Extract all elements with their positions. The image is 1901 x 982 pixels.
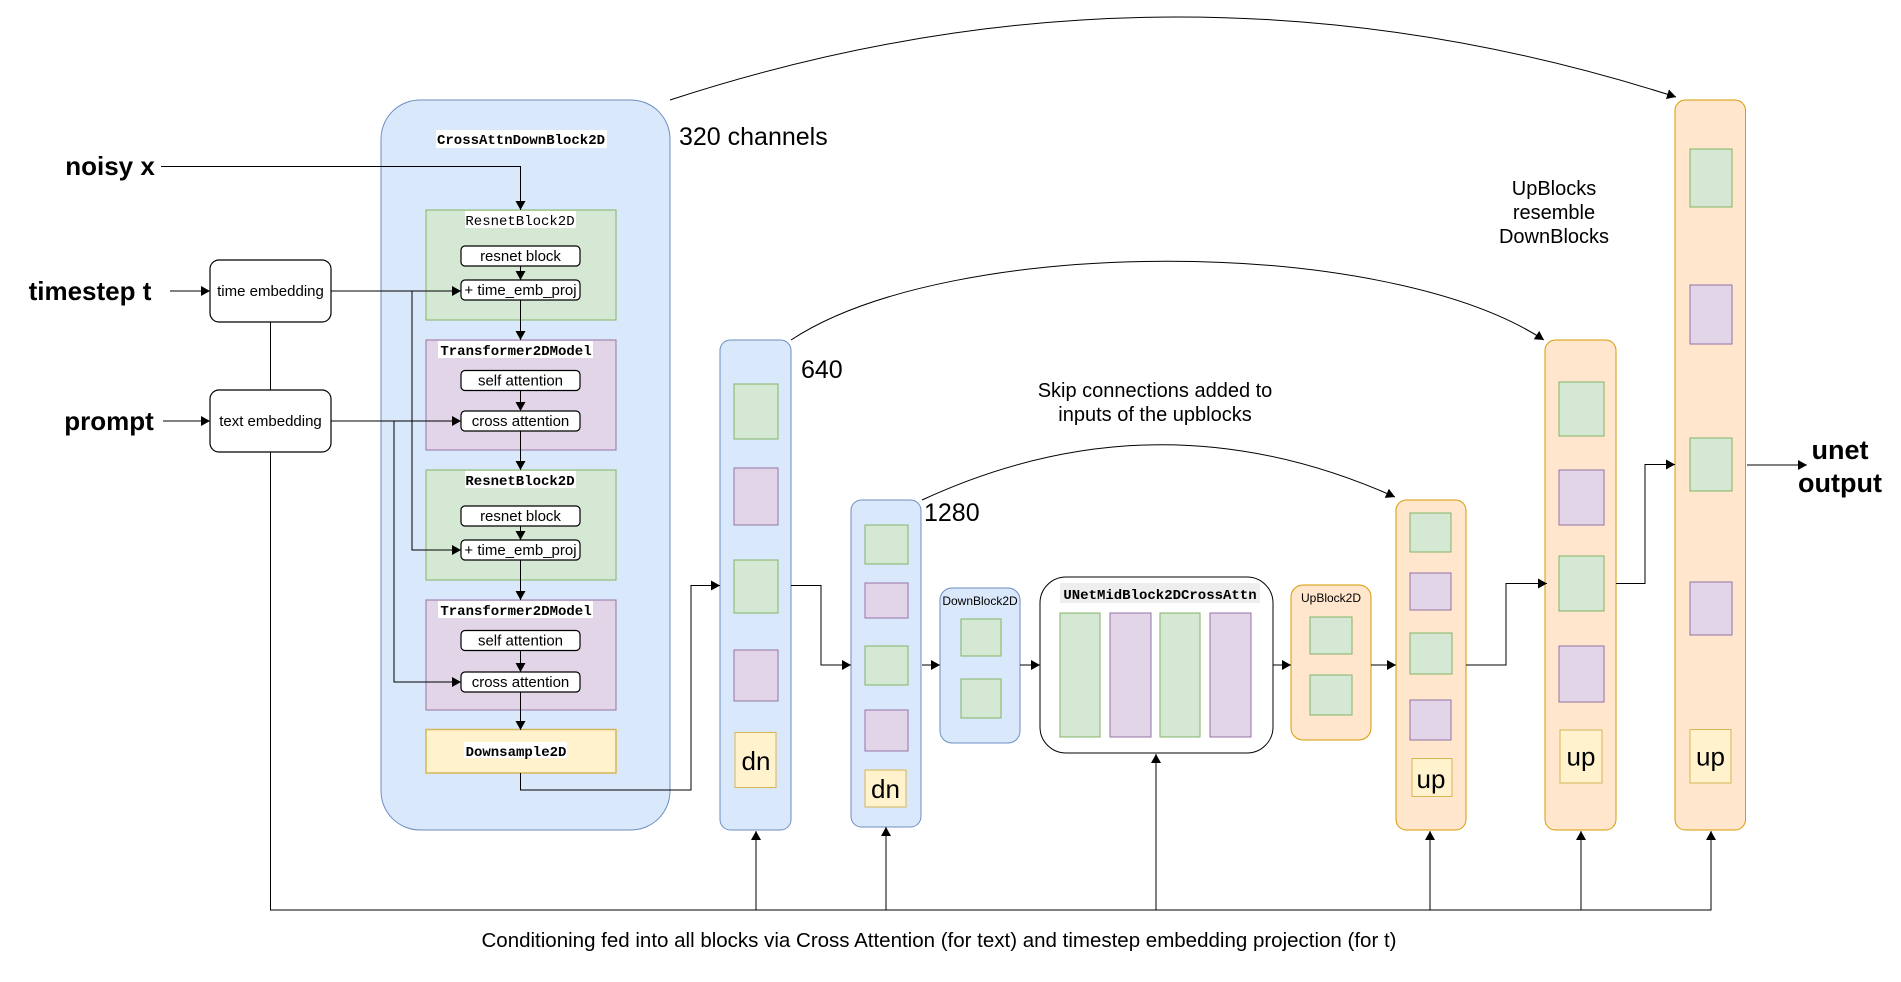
- svg-text:dn: dn: [871, 774, 900, 804]
- svg-text:prompt: prompt: [64, 406, 154, 436]
- svg-text:dn: dn: [742, 746, 771, 776]
- svg-text:cross attention: cross attention: [472, 674, 570, 691]
- svg-text:up: up: [1417, 764, 1446, 794]
- svg-text:DownBlocks: DownBlocks: [1499, 226, 1609, 248]
- svg-text:self attention: self attention: [478, 633, 563, 650]
- svg-text:Conditioning fed into all bloc: Conditioning fed into all blocks via Cro…: [482, 929, 1397, 952]
- svg-text:1280: 1280: [924, 499, 980, 527]
- svg-text:UNetMidBlock2DCrossAttn: UNetMidBlock2DCrossAttn: [1063, 588, 1256, 604]
- svg-text:timestep t: timestep t: [29, 276, 152, 306]
- svg-text:UpBlocks: UpBlocks: [1512, 178, 1596, 200]
- svg-text:CrossAttnDownBlock2D: CrossAttnDownBlock2D: [437, 133, 605, 149]
- svg-text:cross attention: cross attention: [472, 413, 570, 430]
- svg-text:up: up: [1567, 742, 1596, 772]
- svg-text:+ time_emb_proj: + time_emb_proj: [464, 542, 576, 559]
- svg-text:self attention: self attention: [478, 373, 563, 390]
- svg-text:Downsample2D: Downsample2D: [466, 745, 567, 761]
- svg-text:resemble: resemble: [1513, 202, 1595, 224]
- svg-text:320 channels: 320 channels: [679, 123, 828, 151]
- svg-text:ResnetBlock2D: ResnetBlock2D: [465, 214, 574, 230]
- svg-text:UpBlock2D: UpBlock2D: [1301, 591, 1361, 605]
- svg-text:up: up: [1696, 742, 1725, 772]
- svg-text:Transformer2DModel: Transformer2DModel: [440, 344, 591, 360]
- svg-text:ResnetBlock2D: ResnetBlock2D: [465, 474, 574, 490]
- svg-text:output: output: [1798, 468, 1882, 498]
- svg-text:Skip connections added to: Skip connections added to: [1038, 380, 1273, 402]
- svg-text:resnet block: resnet block: [480, 248, 561, 265]
- svg-text:noisy x: noisy x: [65, 151, 155, 181]
- svg-text:time embedding: time embedding: [217, 283, 324, 300]
- svg-text:Transformer2DModel: Transformer2DModel: [440, 604, 591, 620]
- svg-text:DownBlock2D: DownBlock2D: [942, 594, 1018, 608]
- svg-text:inputs of the upblocks: inputs of the upblocks: [1058, 404, 1251, 426]
- svg-text:resnet block: resnet block: [480, 508, 561, 525]
- svg-text:640: 640: [801, 356, 843, 384]
- svg-text:unet: unet: [1812, 435, 1869, 465]
- svg-text:text embedding: text embedding: [219, 413, 322, 430]
- svg-text:+ time_emb_proj: + time_emb_proj: [464, 282, 576, 299]
